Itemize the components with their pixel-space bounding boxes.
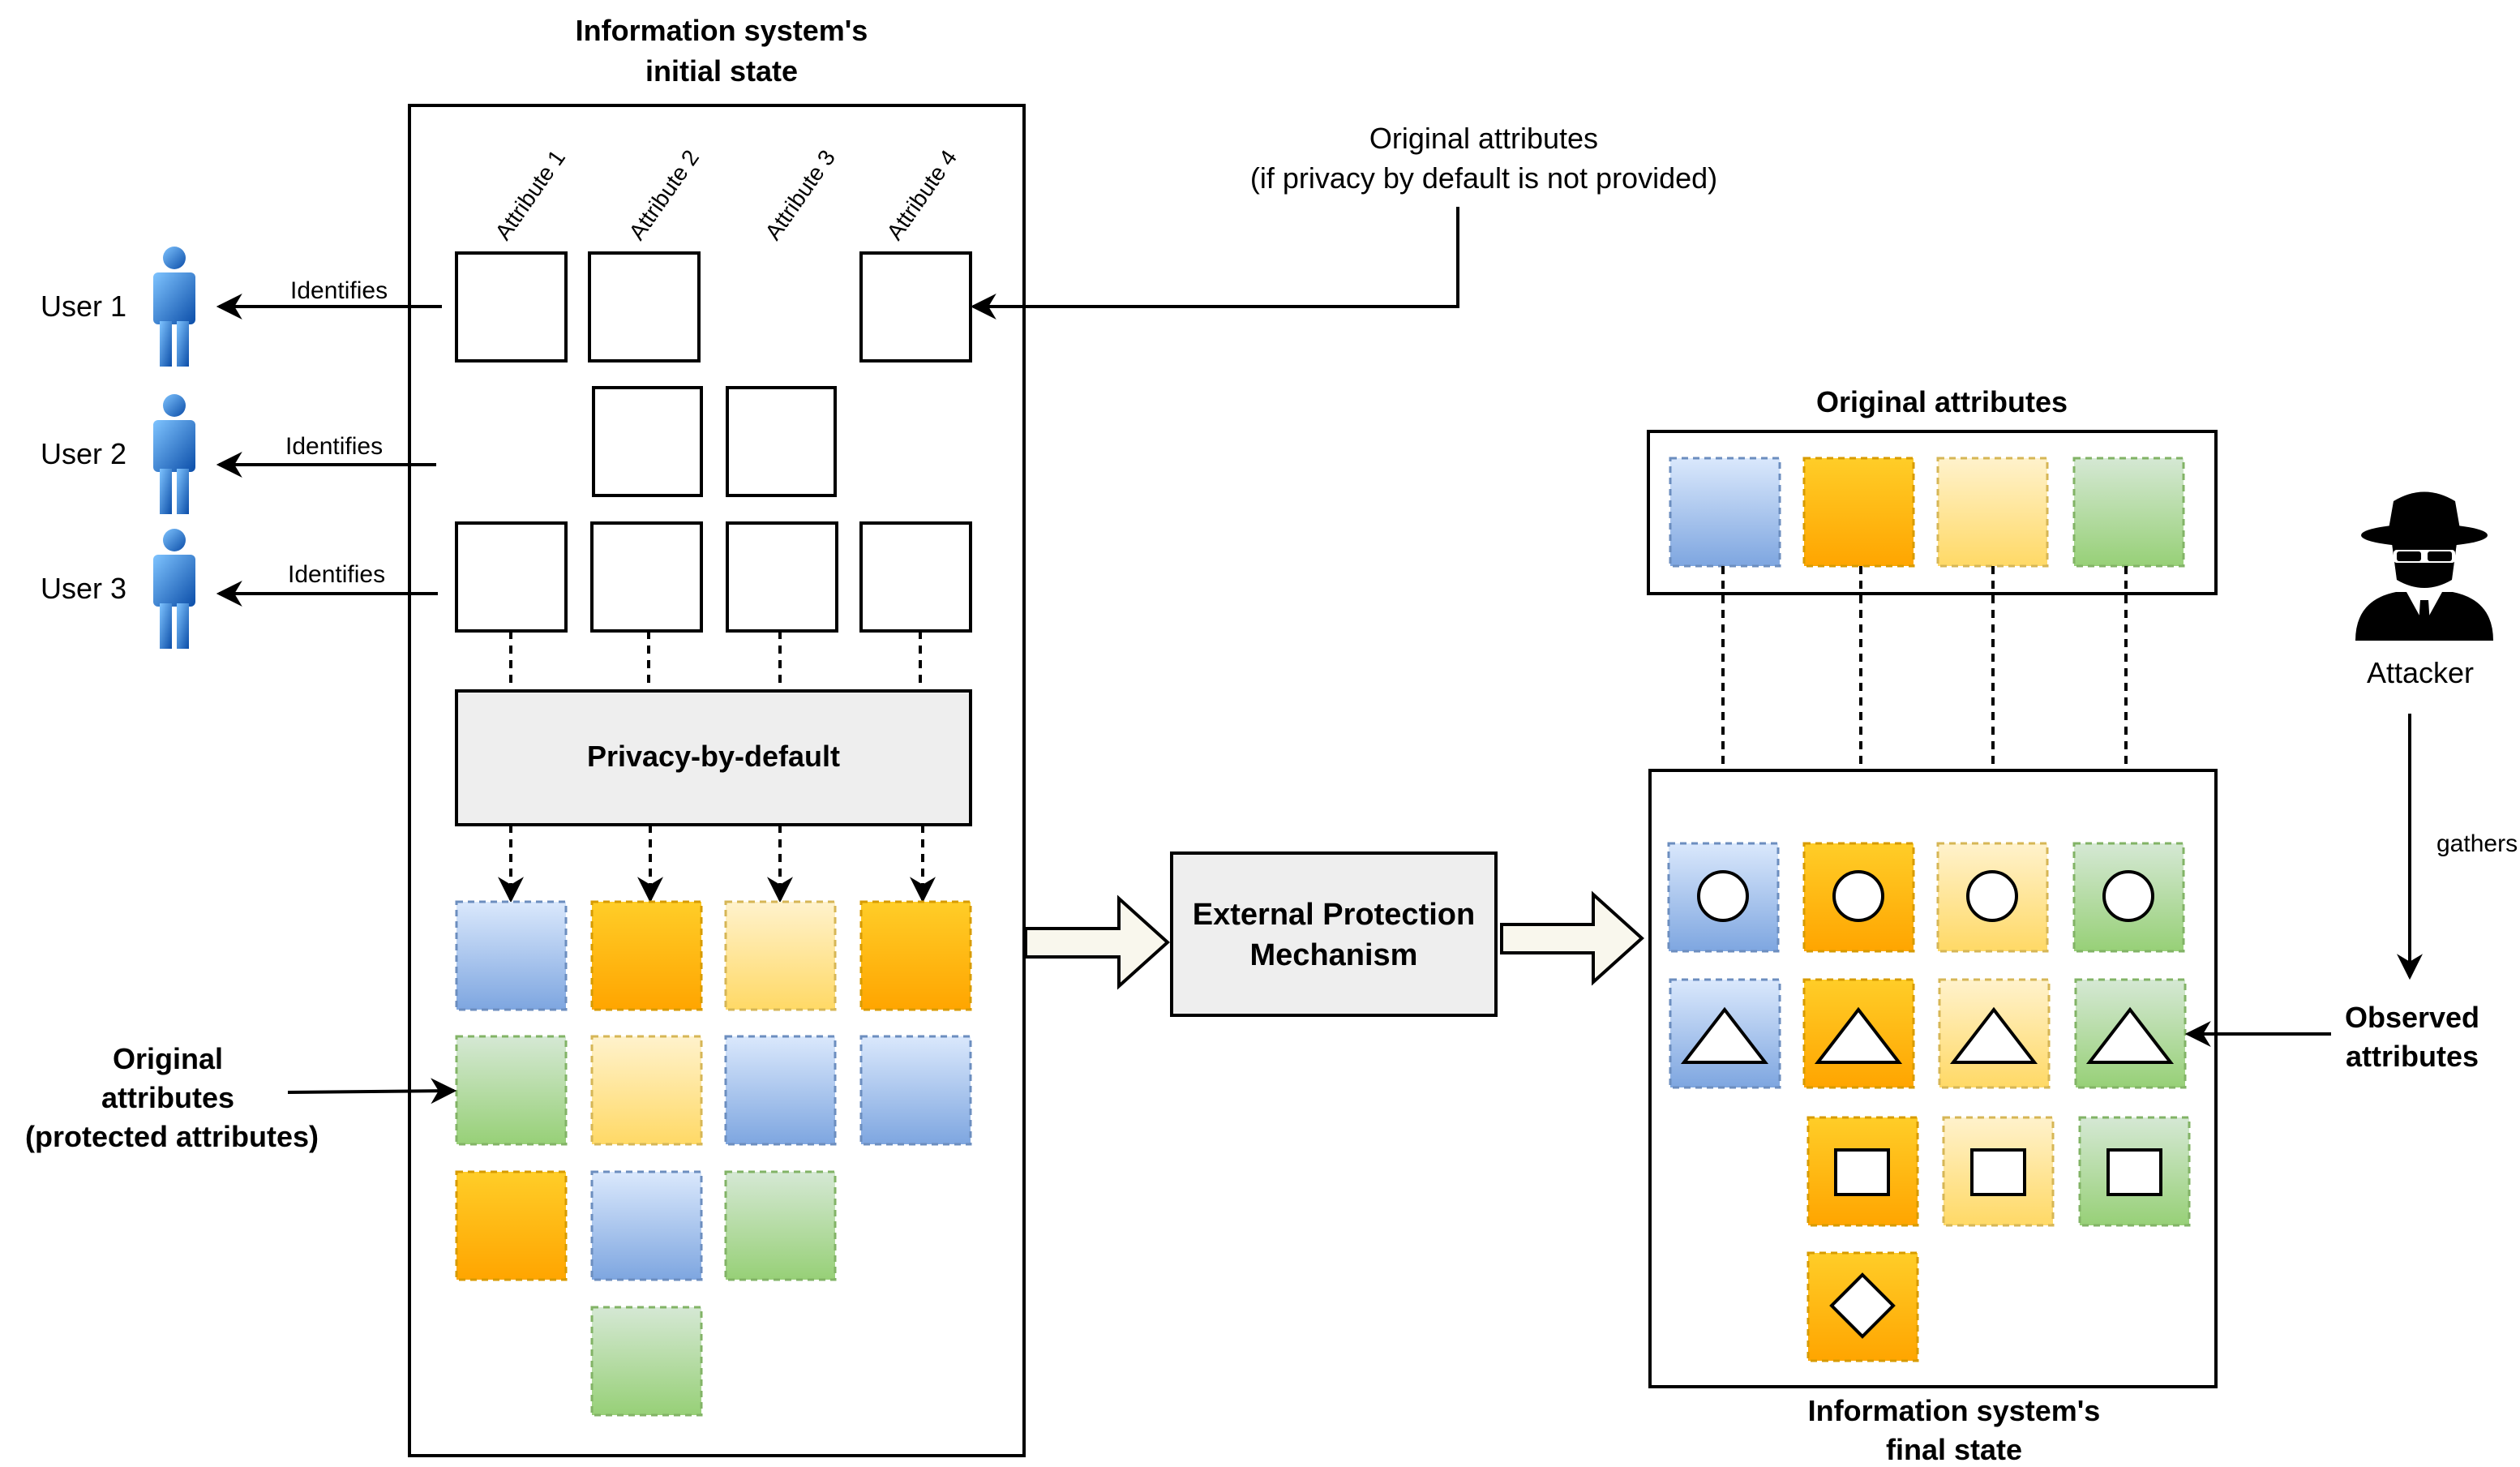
user-icon bbox=[153, 247, 195, 367]
empty-attribute-boxes bbox=[455, 251, 972, 633]
protected-attr-blue bbox=[590, 1170, 703, 1281]
protected-note-line3: (protected attributes) bbox=[25, 1120, 319, 1153]
original-attr-yellow bbox=[1936, 457, 2049, 568]
protected-attr-blue bbox=[455, 900, 568, 1011]
triangle-icon bbox=[1814, 1006, 1903, 1064]
flow-arrow-left bbox=[1024, 894, 1170, 990]
user2-attr2-box bbox=[592, 386, 703, 497]
circle-icon bbox=[1697, 870, 1749, 922]
protected-note-line2: attributes bbox=[101, 1081, 234, 1114]
user3-attr4-box bbox=[859, 521, 972, 633]
original-attr-orange bbox=[1802, 457, 1915, 568]
circle-icon bbox=[1832, 870, 1884, 922]
triangle-icon bbox=[1949, 1006, 2038, 1064]
protected-note-line1: Original bbox=[113, 1042, 223, 1075]
diamond-icon bbox=[1829, 1272, 1896, 1339]
circle-icon bbox=[2102, 870, 2154, 922]
user-icons bbox=[153, 247, 195, 649]
final-state-title-2: final state bbox=[1886, 1433, 2022, 1466]
user-2-label: User 2 bbox=[41, 437, 126, 470]
attacker-icon bbox=[2355, 491, 2493, 641]
protected-attr-green bbox=[724, 1170, 837, 1281]
protected-attr-blue bbox=[724, 1035, 837, 1146]
external-protection-line2: Mechanism bbox=[1250, 938, 1418, 972]
user1-attr1-box bbox=[455, 251, 568, 362]
protected-attr-orange bbox=[859, 900, 972, 1011]
circle-icon bbox=[1966, 870, 2018, 922]
protected-attr-yellow bbox=[590, 1035, 703, 1146]
protected-attr-orange bbox=[455, 1170, 568, 1281]
observed-attributes-line2: attributes bbox=[2346, 1040, 2479, 1073]
user-1-label: User 1 bbox=[41, 290, 126, 323]
user1-attr4-box bbox=[859, 251, 972, 362]
privacy-by-default-box bbox=[455, 689, 972, 826]
user3-attr3-box bbox=[726, 521, 838, 633]
original-note-line2: (if privacy by default is not provided) bbox=[1250, 161, 1717, 195]
identifies-label-3: Identifies bbox=[288, 561, 385, 588]
original-attr-blue bbox=[1669, 457, 1781, 568]
privacy-by-default-label: Privacy-by-default bbox=[587, 740, 840, 773]
original-attributes-title: Original attributes bbox=[1816, 385, 2068, 418]
initial-state-title: Information system's bbox=[576, 14, 868, 47]
flow-arrow-right bbox=[1500, 890, 1644, 986]
attacker-label: Attacker bbox=[2367, 656, 2474, 689]
observed-attributes-line1: Observed bbox=[2345, 1001, 2479, 1034]
initial-state-title-2: initial state bbox=[645, 54, 798, 88]
original-note-line1: Original attributes bbox=[1369, 122, 1598, 155]
gathers-label: gathers bbox=[2436, 830, 2518, 857]
external-protection-line1: External Protection bbox=[1193, 898, 1475, 932]
triangle-icon bbox=[2085, 1006, 2175, 1064]
user2-attr3-box bbox=[726, 386, 837, 497]
final-state-title: Information system's bbox=[1808, 1394, 2101, 1427]
user1-attr2-box bbox=[588, 251, 701, 362]
protected-attr-green bbox=[455, 1035, 568, 1146]
user3-attr2-box bbox=[590, 521, 703, 633]
user-icon bbox=[153, 394, 195, 514]
square-icon bbox=[1834, 1148, 1890, 1196]
identifies-label-1: Identifies bbox=[290, 277, 388, 304]
square-icon bbox=[2106, 1148, 2162, 1196]
user-icon bbox=[153, 529, 195, 649]
external-protection-box bbox=[1170, 851, 1498, 1017]
protected-attr-yellow bbox=[724, 900, 837, 1011]
original-note-arrow bbox=[970, 207, 1459, 320]
square-icon bbox=[1970, 1148, 2026, 1196]
protected-note-arrow bbox=[287, 1078, 457, 1105]
user-3-label: User 3 bbox=[41, 572, 126, 605]
protected-attr-green bbox=[590, 1306, 703, 1417]
triangle-icon bbox=[1680, 1006, 1769, 1064]
identifies-label-2: Identifies bbox=[285, 433, 383, 460]
protected-attr-blue bbox=[859, 1035, 972, 1146]
protected-attr-orange bbox=[590, 900, 703, 1011]
original-attr-green bbox=[2072, 457, 2185, 568]
user3-attr1-box bbox=[455, 521, 568, 633]
